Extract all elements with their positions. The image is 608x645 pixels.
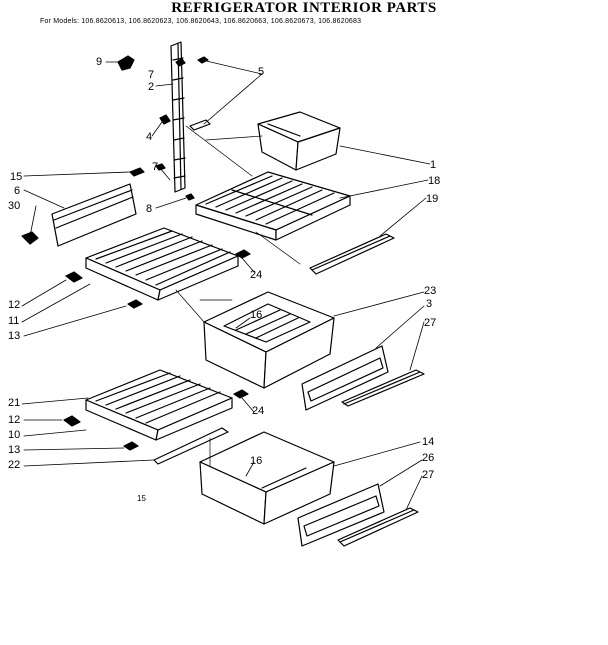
callout-6: 6 [14, 185, 21, 197]
callout-19: 19 [426, 193, 439, 205]
screw-part-7 [175, 58, 186, 67]
part-13a [127, 299, 143, 309]
clip-part-9 [117, 55, 135, 71]
callout-15: 15 [10, 171, 23, 183]
callout-3: 3 [426, 298, 433, 310]
diagram-title: REFRIGERATOR INTERIOR PARTS [171, 0, 437, 16]
shelf-assembly-10 [85, 369, 233, 441]
callout-22: 22 [8, 459, 21, 471]
callout-27-lower: 27 [422, 469, 435, 481]
callout-10: 10 [8, 429, 21, 441]
callout-30: 30 [8, 200, 21, 212]
callout-2: 2 [148, 81, 155, 93]
part-30 [21, 231, 39, 245]
screw-part-7b [155, 163, 166, 171]
callout-16-upper: 16 [250, 309, 263, 321]
shelf-support-rail [170, 41, 186, 193]
part-24b [233, 389, 249, 399]
callout-18: 18 [428, 175, 441, 187]
bracket-part-5b [189, 119, 211, 131]
page-footnote: 15 [137, 494, 146, 503]
clip-part-4 [159, 114, 171, 125]
callout-8: 8 [146, 203, 153, 215]
callout-14: 14 [422, 436, 435, 448]
callout-5: 5 [258, 66, 265, 78]
dairy-bin [257, 111, 341, 171]
part-15 [129, 167, 145, 177]
drawer-front-26 [297, 483, 385, 547]
callout-7-top: 7 [148, 69, 155, 81]
callout-24-lower: 24 [252, 405, 265, 417]
callout-27-upper: 27 [424, 317, 437, 329]
model-numbers: For Models: 106.8620613, 106.8620623, 10… [40, 18, 362, 25]
callout-11: 11 [8, 315, 20, 327]
part-12b [63, 415, 81, 427]
part-12a [65, 271, 83, 283]
shelf-assembly-11 [85, 227, 239, 301]
callout-13-lower: 13 [8, 444, 21, 456]
part-24a [235, 249, 251, 259]
shelf-trim-22 [153, 427, 229, 465]
callout-13-upper: 13 [8, 330, 21, 342]
drawer-trim-27a [341, 369, 425, 407]
callout-12-upper: 12 [8, 299, 21, 311]
crisper-drawer-14 [199, 431, 335, 525]
callout-7-mid: 7 [152, 161, 159, 173]
shelf-trim-19 [309, 233, 395, 275]
callout-23: 23 [424, 285, 437, 297]
callout-9: 9 [96, 56, 103, 68]
part-13b [123, 441, 139, 451]
shelf-trim-6 [51, 183, 137, 247]
callout-26: 26 [422, 452, 435, 464]
callout-12-lower: 12 [8, 414, 21, 426]
callout-21: 21 [8, 397, 21, 409]
crisper-drawer-23 [203, 291, 335, 389]
drawer-trim-27b [337, 507, 419, 547]
screw-part-8 [185, 193, 195, 201]
callout-16-lower: 16 [250, 455, 263, 467]
callout-4: 4 [146, 131, 153, 143]
shelf-assembly-18 [195, 171, 351, 241]
drawer-front-3 [301, 345, 389, 411]
callout-1: 1 [430, 159, 437, 171]
callout-24-upper: 24 [250, 269, 263, 281]
